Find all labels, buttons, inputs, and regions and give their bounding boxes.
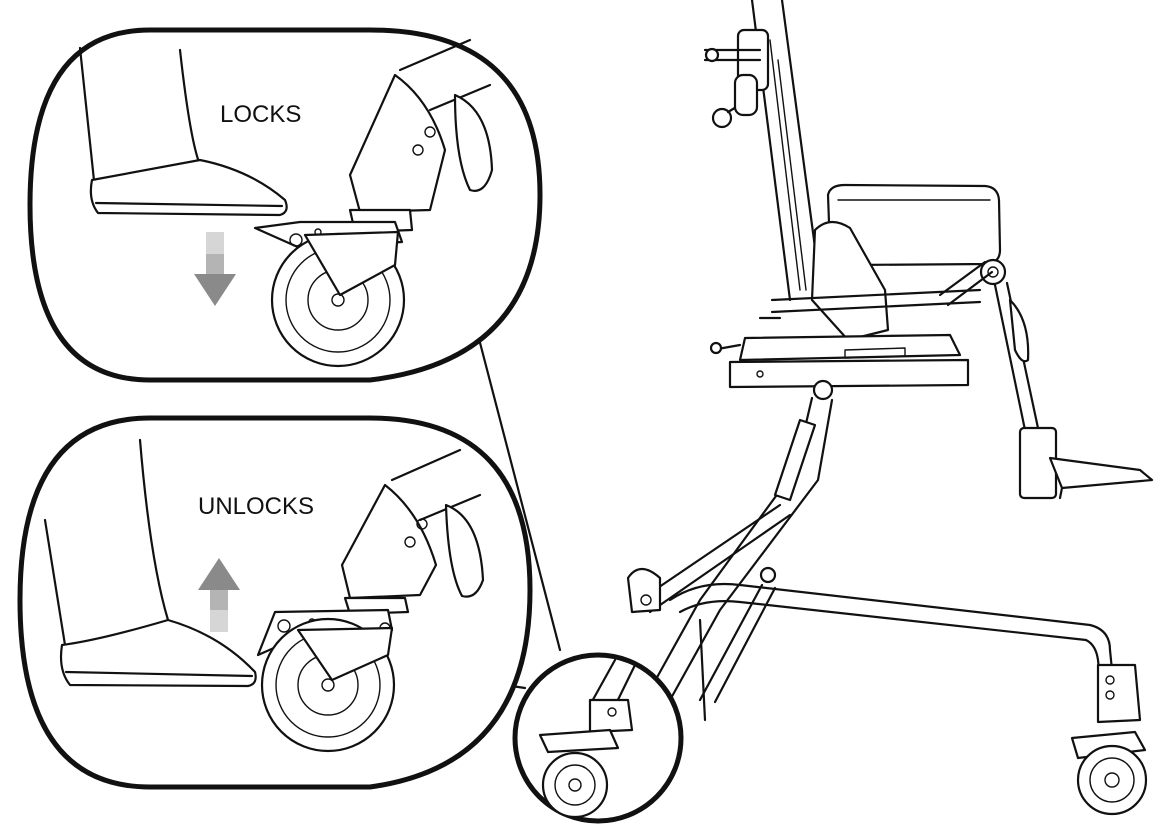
down-arrow-icon xyxy=(194,232,236,306)
foot-locks xyxy=(78,46,288,217)
base-frame xyxy=(626,566,1117,722)
up-arrow-icon xyxy=(198,558,240,632)
caster-unlocks xyxy=(256,448,485,753)
shower-chair xyxy=(626,0,1154,816)
seat xyxy=(758,183,1007,342)
leg-rest xyxy=(993,281,1154,500)
locks-label: LOCKS xyxy=(220,101,301,128)
front-caster-highlight xyxy=(512,652,684,824)
foot-unlocks xyxy=(43,438,257,688)
locks-callout: LOCKS xyxy=(27,27,543,383)
backrest xyxy=(703,0,824,302)
unlocks-callout: UNLOCKS xyxy=(17,415,533,790)
rear-caster xyxy=(1070,663,1148,816)
center-column xyxy=(638,379,834,702)
seat-frame xyxy=(709,333,970,389)
unlocks-label: UNLOCKS xyxy=(198,493,314,520)
caster-locks xyxy=(253,38,494,368)
